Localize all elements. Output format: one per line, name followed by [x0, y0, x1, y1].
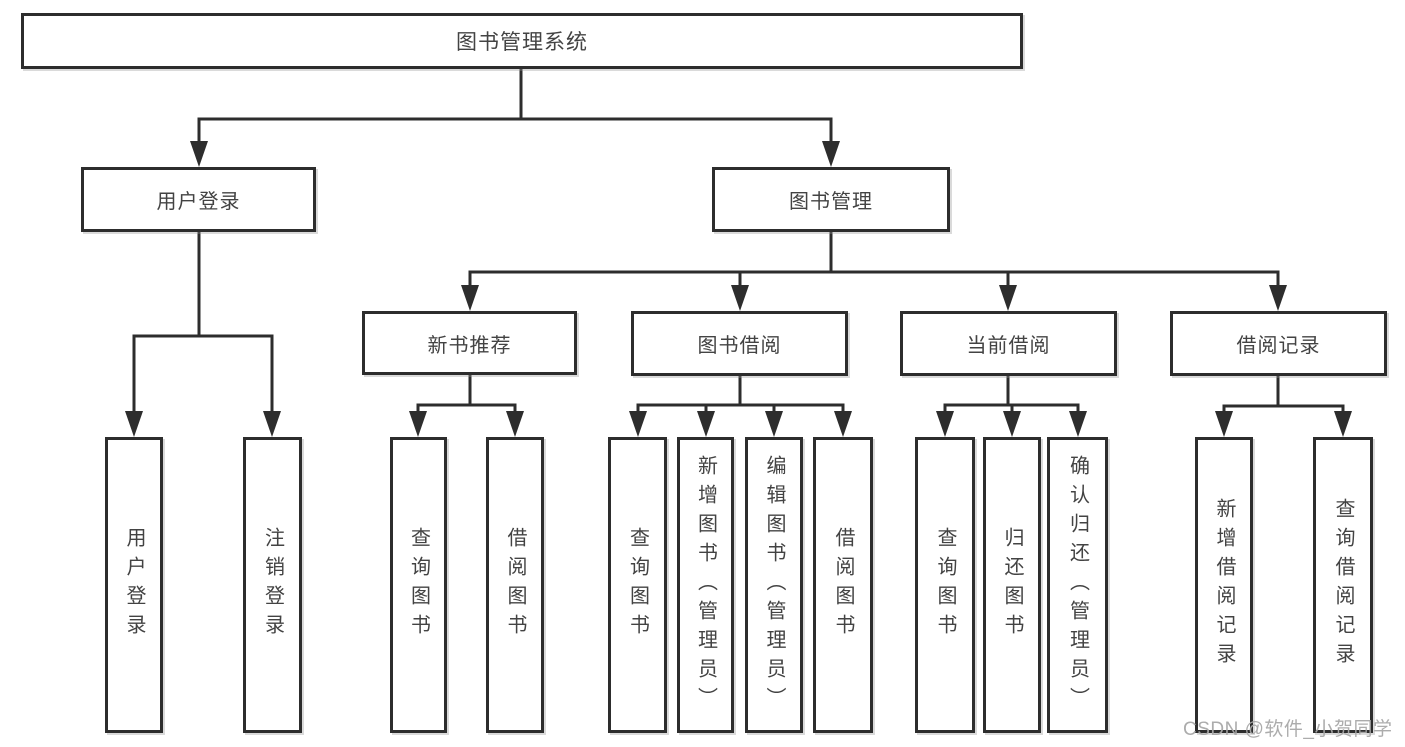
node-borrow-books-recommend-label: 借阅图书 — [504, 527, 526, 643]
node-query-books-current: 查询图书 — [915, 437, 975, 733]
arrowhead — [506, 411, 524, 437]
node-return-books: 归还图书 — [983, 437, 1041, 733]
node-user-login-leaf-label: 用户登录 — [123, 527, 145, 643]
arrowhead — [1334, 411, 1352, 437]
node-borrowing-records: 借阅记录 — [1170, 311, 1387, 376]
connector-borrowing-records-children — [1222, 374, 1345, 422]
node-edit-books-admin-label: 编辑图书（管理员） — [763, 454, 785, 716]
arrowhead — [1003, 411, 1021, 437]
connector-book-management-children — [468, 230, 1280, 296]
arrowhead — [834, 411, 852, 437]
node-query-books-current-label: 查询图书 — [934, 527, 956, 643]
arrowhead — [409, 411, 427, 437]
node-borrowing-records-label: 借阅记录 — [1236, 335, 1321, 357]
node-confirm-return-admin: 确认归还（管理员） — [1047, 437, 1108, 733]
node-edit-books-admin: 编辑图书（管理员） — [745, 437, 803, 733]
arrowhead — [1069, 411, 1087, 437]
connector-book-borrowing-children — [636, 374, 845, 422]
node-book-borrowing-label: 图书借阅 — [697, 335, 782, 357]
connector-current-borrowing-children — [943, 374, 1080, 422]
node-new-book-recommendation: 新书推荐 — [362, 311, 577, 375]
arrowhead — [190, 141, 208, 167]
node-current-borrowing-label: 当前借阅 — [966, 335, 1051, 357]
node-book-borrowing: 图书借阅 — [631, 311, 848, 376]
node-add-books-admin: 新增图书（管理员） — [677, 437, 734, 733]
arrowhead — [999, 285, 1017, 311]
connector-new-book-children — [416, 373, 517, 422]
node-user-login-leaf: 用户登录 — [105, 437, 163, 733]
node-query-books-recommend-label: 查询图书 — [407, 527, 430, 643]
node-book-management-label: 图书管理 — [789, 191, 873, 213]
node-query-books-borrowing: 查询图书 — [608, 437, 667, 733]
arrowhead — [822, 141, 840, 167]
arrowhead — [731, 285, 749, 311]
node-logout-leaf: 注销登录 — [243, 437, 302, 733]
arrowhead — [263, 411, 281, 437]
node-current-borrowing: 当前借阅 — [900, 311, 1117, 376]
arrowhead — [936, 411, 954, 437]
arrowhead — [1215, 411, 1233, 437]
arrowhead — [697, 411, 715, 437]
arrowhead — [629, 411, 647, 437]
arrowhead — [461, 285, 479, 311]
node-root-label: 图书管理系统 — [456, 31, 588, 54]
arrowhead — [1269, 285, 1287, 311]
node-user-login-label: 用户登录 — [156, 191, 241, 213]
node-add-borrowing-record-label: 新增借阅记录 — [1213, 498, 1235, 672]
csdn-watermark: CSDN @软件_小贺同学 — [1183, 719, 1393, 740]
connector-root-to-level2 — [197, 67, 833, 152]
node-borrow-books-leaf-label: 借阅图书 — [832, 527, 854, 643]
node-query-borrowing-record-label: 查询借阅记录 — [1332, 498, 1354, 672]
node-add-books-admin-label: 新增图书（管理员） — [694, 454, 717, 716]
node-new-book-recommendation-label: 新书推荐 — [427, 334, 512, 357]
node-add-borrowing-record: 新增借阅记录 — [1195, 437, 1253, 733]
node-user-login: 用户登录 — [81, 167, 316, 232]
node-query-books-borrowing-label: 查询图书 — [626, 527, 649, 643]
node-borrow-books-leaf: 借阅图书 — [813, 437, 873, 733]
node-borrow-books-recommend: 借阅图书 — [486, 437, 544, 733]
node-confirm-return-admin-label: 确认归还（管理员） — [1066, 454, 1089, 716]
arrowhead — [125, 411, 143, 437]
node-query-books-recommend: 查询图书 — [390, 437, 447, 733]
node-root: 图书管理系统 — [21, 13, 1023, 69]
node-book-management: 图书管理 — [712, 167, 950, 232]
connector-user-login-children — [132, 230, 274, 422]
node-query-borrowing-record: 查询借阅记录 — [1313, 437, 1373, 733]
node-return-books-label: 归还图书 — [1001, 527, 1023, 643]
arrowhead — [765, 411, 783, 437]
node-logout-leaf-label: 注销登录 — [261, 527, 284, 643]
